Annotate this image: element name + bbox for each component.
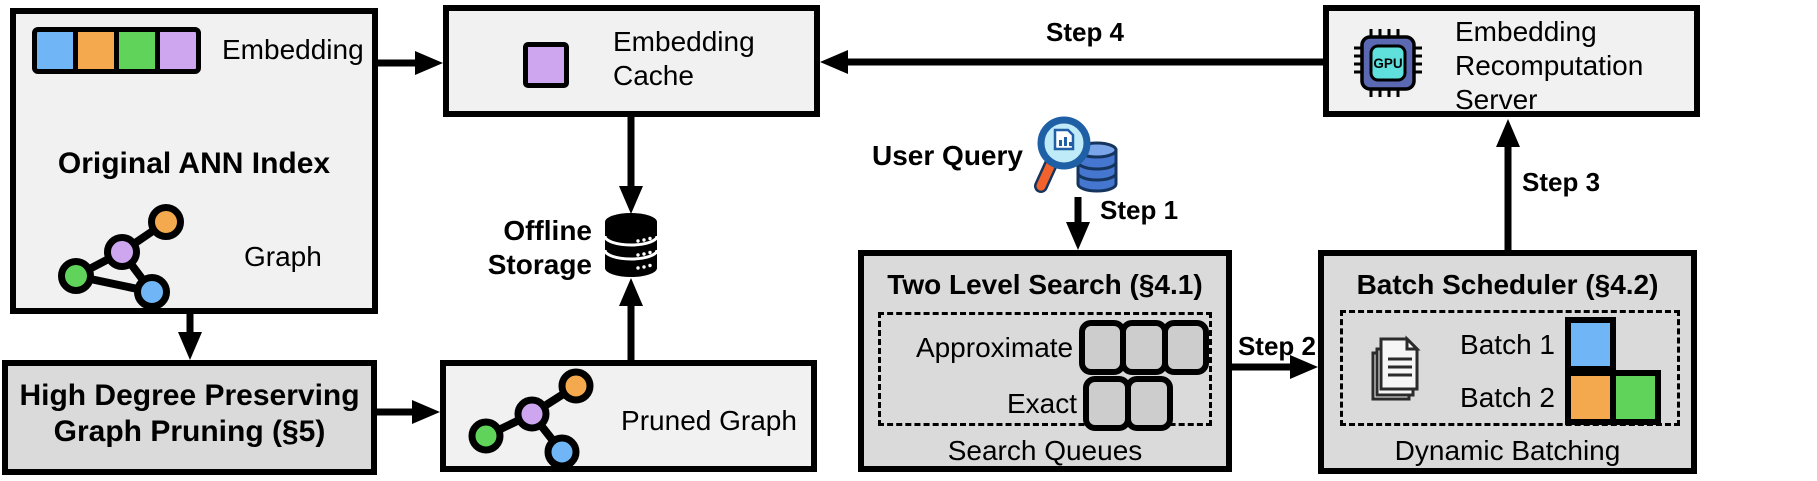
exact-label: Exact (1006, 387, 1077, 419)
batch-scheduler-box: Batch Scheduler (§4.2) Batch 1 (1318, 250, 1697, 474)
step2-label: Step 2 (1237, 331, 1316, 361)
queue-slot (1120, 320, 1168, 375)
recomputation-server-box: GPU Embedding Recomputation Server (1323, 5, 1700, 117)
user-query-label: User Query (872, 140, 1023, 171)
arrow-cache-to-storage (619, 115, 643, 214)
queue-slot (1125, 376, 1173, 431)
documents-icon (1371, 335, 1421, 401)
queue-slot (1079, 320, 1127, 375)
arrow-index-to-pruning (178, 312, 202, 360)
dynamic-batching-caption: Dynamic Batching (1394, 435, 1621, 466)
gpu-chip-icon: GPU (1354, 29, 1422, 97)
graph-nodes-icon (58, 204, 184, 310)
server-line2: Recomputation (1455, 50, 1644, 81)
server-line3: Server (1455, 84, 1538, 115)
database-icon (603, 213, 659, 277)
step1-label: Step 1 (1100, 195, 1179, 225)
magnifier-database-icon (1034, 116, 1118, 193)
arrow-pruned-graph-to-storage (619, 278, 643, 360)
arrow-index-to-cache (376, 51, 443, 75)
two-level-search-title: Two Level Search (§4.1) (887, 269, 1203, 300)
embedding-cache-line2: Cache (613, 60, 694, 91)
embedding-cell-green-icon (114, 27, 160, 74)
offline-storage-label-line2: Storage (487, 249, 592, 280)
queue-slot (1083, 376, 1131, 431)
search-queues-panel: Approximate Exact (878, 312, 1212, 431)
arrow-server-to-cache-step4 (820, 50, 1324, 74)
server-line1: Embedding (1455, 16, 1597, 47)
embedding-cell-purple-icon (155, 27, 201, 74)
graph-pruning-title-line2: Graph Pruning (§5) (53, 415, 326, 448)
graph-pruning-box: High Degree Preserving Graph Pruning (§5… (2, 360, 377, 475)
graph-pruning-title-line1: High Degree Preserving (19, 379, 360, 412)
embedding-label: Embedding (222, 34, 364, 65)
pruned-graph-box: Pruned Graph (440, 360, 817, 472)
batch2-label: Batch 2 (1460, 381, 1555, 413)
queue-slot (1161, 320, 1210, 375)
ann-index-title: Original ANN Index (57, 147, 331, 180)
embedding-cache-box: Embedding Cache (443, 5, 820, 117)
arrow-pruning-to-pruned-graph (375, 400, 440, 424)
batch1-label: Batch 1 (1460, 328, 1555, 360)
embedding-strip (32, 27, 201, 74)
pruned-graph-label: Pruned Graph (621, 405, 797, 436)
two-level-search-box: Two Level Search (§4.1) Approximate Exac… (858, 250, 1232, 472)
step3-label: Step 3 (1522, 167, 1601, 197)
pruned-graph-nodes-icon (468, 368, 594, 466)
original-ann-index-box: Embedding Original ANN Index Graph (10, 8, 378, 314)
batch-scheduler-title: Batch Scheduler (§4.2) (1356, 269, 1659, 300)
embedding-cell-blue-icon (32, 27, 78, 74)
batch2-green-swatch (1610, 370, 1661, 425)
arrow-scheduler-to-server-step3 (1496, 119, 1520, 251)
arrow-query-to-search-step1 (1066, 197, 1090, 250)
graph-label: Graph (244, 241, 322, 272)
embedding-cache-line1: Embedding (613, 26, 755, 57)
approximate-label: Approximate (915, 331, 1074, 363)
offline-storage-label-line1: Offline (503, 215, 592, 246)
embedding-cell-orange-icon (73, 27, 119, 74)
batch1-blue-swatch (1565, 317, 1616, 372)
purple-embedding-swatch (523, 42, 569, 88)
dynamic-batching-panel: Batch 1 Batch 2 (1340, 310, 1680, 426)
search-queues-caption: Search Queues (947, 435, 1143, 466)
batch2-orange-swatch (1565, 370, 1616, 425)
step4-label: Step 4 (1045, 17, 1125, 47)
gpu-chip-label: GPU (1373, 56, 1402, 71)
